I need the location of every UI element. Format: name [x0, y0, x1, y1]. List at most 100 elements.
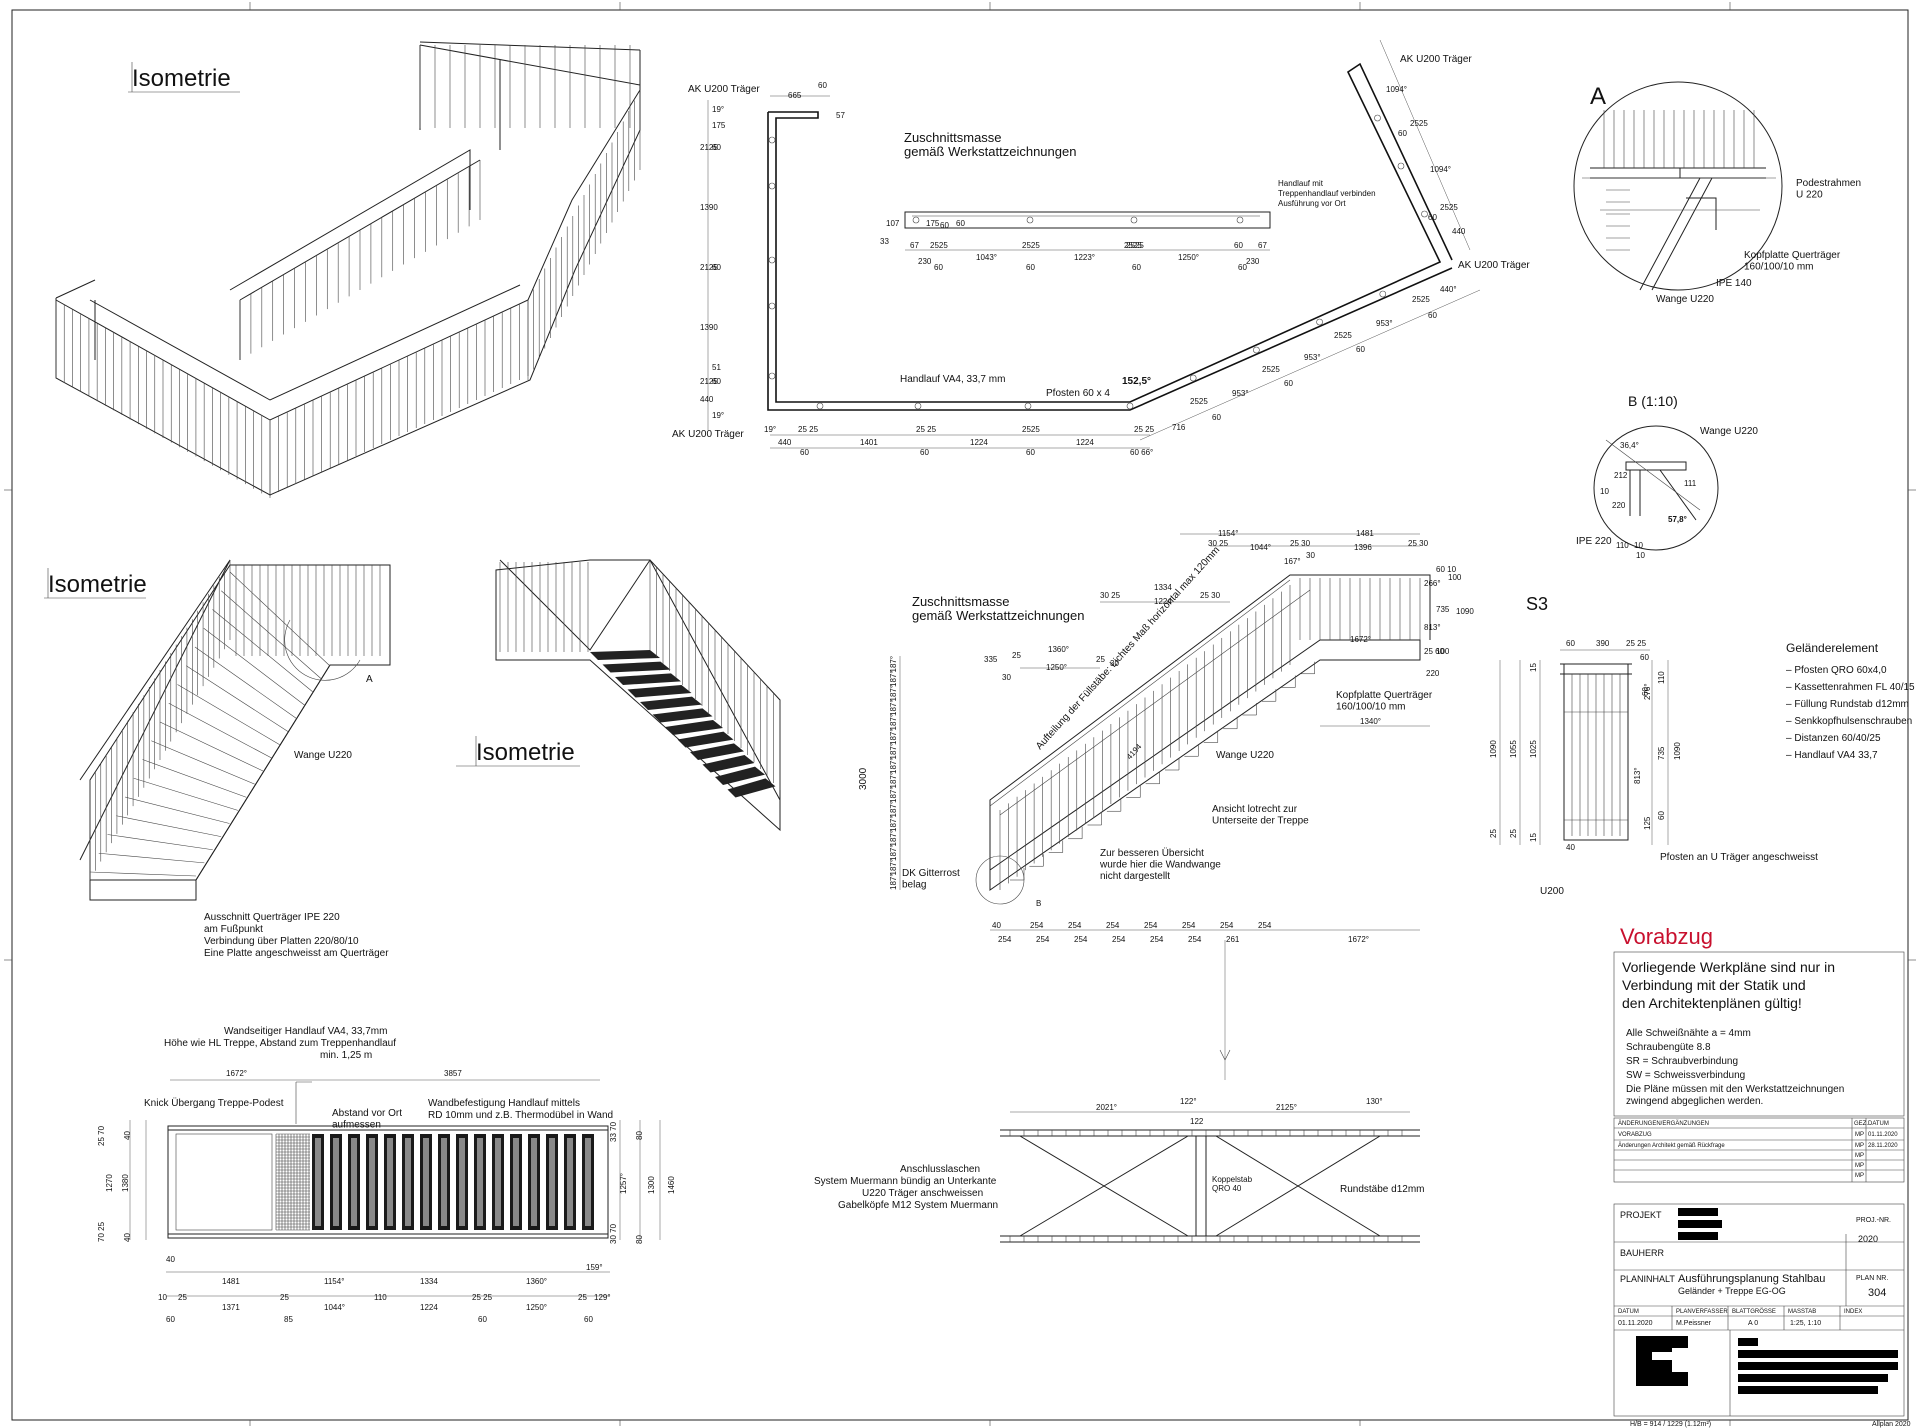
post-marker	[768, 182, 776, 190]
iso-railing-drawing	[55, 41, 641, 498]
dim-label: 266°	[1424, 579, 1441, 588]
ak-label-top-right: AK U200 Träger	[1400, 54, 1472, 65]
dim-label: 2525	[1410, 119, 1428, 128]
elev-riser-dims: 187°187°187°187°187°187°187°187°187°187°…	[889, 656, 898, 890]
tb-field-value: A 0	[1748, 1320, 1758, 1327]
pfosten-label: Pfosten 60 x 4	[1046, 388, 1110, 399]
tb-projekt-label: PROJEKT	[1620, 1210, 1662, 1220]
dim-label: 2525	[930, 241, 948, 250]
title-block	[1613, 1203, 1905, 1417]
dim-label: 25 30	[1290, 539, 1311, 548]
dim-label: 33 70	[609, 1121, 618, 1142]
post-marker	[1253, 346, 1260, 354]
stair-tread	[116, 815, 222, 837]
tread-dim-label: 254	[1106, 921, 1120, 930]
dim-label: 60	[478, 1315, 487, 1324]
dim-label: 1090	[1489, 740, 1498, 758]
plan-title-1: Zuschnittsmasse	[904, 130, 1002, 145]
iso-stair-drawing	[79, 559, 391, 901]
post-marker	[1126, 402, 1134, 410]
s3-dims: 60 390 25 25 60 1090 1055 1025 25 25 15 …	[1489, 639, 1682, 852]
dim-label: 1334	[420, 1277, 438, 1286]
s3-u200: U200	[1540, 886, 1564, 897]
dim-label: 30 25	[1100, 591, 1121, 600]
sheet-border	[11, 9, 1909, 1421]
riser-dim-label: 187°	[889, 859, 898, 876]
dim-label: 2125	[700, 377, 718, 386]
dim-label: 60	[1238, 263, 1247, 272]
redacted-address	[1738, 1338, 1898, 1394]
stair-tread	[98, 852, 205, 864]
revision-cell: Änderungen Architekt gemäß Rückfrage	[1618, 1142, 1725, 1149]
iso-stair-dark-drawing	[495, 559, 781, 832]
dim-label: 390	[1596, 639, 1610, 648]
floor-knick: Knick Übergang Treppe-Podest	[144, 1097, 284, 1109]
dim-label: 1257°	[619, 1173, 628, 1194]
stair-tread	[142, 759, 247, 798]
bracing-drawing	[1000, 1111, 1420, 1243]
dim-label: 1090	[1456, 607, 1474, 616]
dim-label: 110	[1616, 541, 1629, 550]
dim-label: 1224	[420, 1303, 438, 1312]
revision-cell: MP	[1855, 1173, 1864, 1179]
dim-label: 60	[1234, 241, 1243, 250]
grate-bar-inner	[369, 1138, 375, 1226]
riser-dim-label: 187°	[889, 801, 898, 818]
dim-label: 30 70	[609, 1223, 618, 1244]
s3-element-item: – Senkkopfhulsenschrauben	[1786, 716, 1912, 727]
iso2-ausschnitt-3: Verbindung über Platten 220/80/10	[204, 936, 359, 947]
dim-label: 25	[280, 1293, 289, 1302]
detail-b-ipe: IPE 220	[1576, 536, 1612, 547]
detail-b-title: B (1:10)	[1628, 393, 1678, 409]
stair-tread	[640, 696, 702, 710]
dim-label: 25	[1509, 829, 1518, 838]
stair-tread	[168, 702, 272, 759]
post-marker	[1421, 210, 1428, 218]
floor-wandseitig-2: Höhe wie HL Treppe, Abstand zum Treppenh…	[164, 1038, 396, 1049]
stair-elevation-drawing	[899, 533, 1431, 1080]
angle-label: 152,5°	[1122, 376, 1151, 387]
floor-dims: 1672° 3857 25 70 40 1270 1380 70 25 40 3…	[97, 1069, 676, 1324]
revision-cells: ÄNDERUNGEN/ERGÄNZUNGEN GEZ. DATUM VORABZ…	[1618, 1120, 1898, 1179]
warning-line-2: Verbindung mit der Statik und	[1622, 977, 1806, 993]
dim-label: 230	[918, 257, 932, 266]
dim-label: 85	[284, 1315, 293, 1324]
dim-label: 2525	[1126, 241, 1144, 250]
handrail-plan-drawing	[707, 39, 1481, 449]
dim-label: 220	[1612, 501, 1626, 510]
grate-bar-inner	[387, 1138, 393, 1226]
revision-cell: MP	[1855, 1132, 1864, 1138]
detail-b-drawing	[1593, 425, 1719, 551]
revision-header: ÄNDERUNGEN/ERGÄNZUNGEN	[1618, 1120, 1709, 1127]
ak-label-top-left: AK U200 Träger	[688, 84, 760, 95]
revision-table	[1613, 1117, 1905, 1183]
detail-a-drawing	[1573, 81, 1783, 291]
notes-box	[1613, 951, 1905, 1117]
s3-title: S3	[1526, 594, 1548, 614]
s3-element-title: Geländerelement	[1786, 641, 1879, 655]
grate-bar-inner	[351, 1138, 357, 1226]
stair-tread	[133, 777, 238, 811]
dim-label: 60	[712, 263, 721, 272]
dim-label: 25	[1489, 829, 1498, 838]
stair-tread	[702, 755, 755, 773]
dim-label: 67	[1258, 241, 1267, 250]
notes-item-4: SW = Schweissverbindung	[1626, 1070, 1745, 1081]
dim-label: 110	[1657, 671, 1666, 684]
tread-dim-label: 261	[1226, 935, 1240, 944]
handlauf-note-1: Handlauf mit	[1278, 179, 1324, 188]
tread-dim-label: 254	[998, 935, 1012, 944]
dim-label: 10	[1636, 551, 1645, 560]
handlauf-note-2: Treppenhandlauf verbinden	[1278, 189, 1376, 198]
dim-label: 40	[123, 1233, 132, 1242]
riser-dim-label: 187°	[889, 844, 898, 861]
post-marker	[768, 372, 776, 380]
riser-dim-label: 187°	[889, 772, 898, 789]
dim-label: 1094°	[1386, 85, 1407, 94]
tread-dim-label: 254	[1074, 935, 1088, 944]
notes-item-5: Die Pläne müssen mit den Werkstattzeichn…	[1626, 1084, 1844, 1095]
tb-field-label: PLANVERFASSER	[1676, 1309, 1728, 1315]
bracing-anschluss-2: System Muermann bündig an Unterkante	[814, 1176, 997, 1187]
